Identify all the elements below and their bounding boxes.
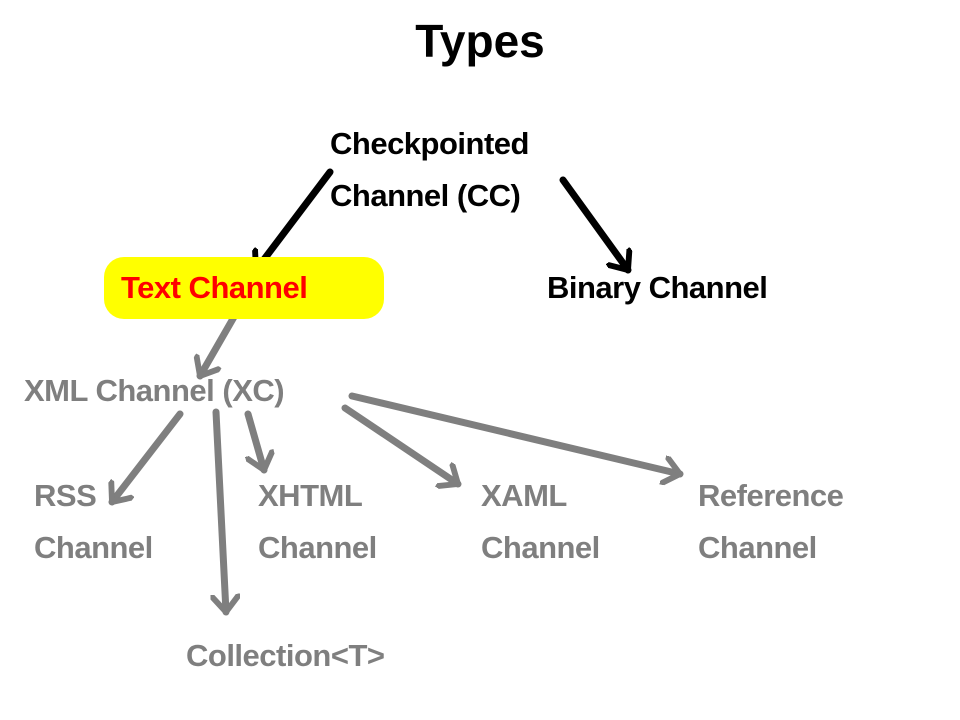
node-reference-line2: Channel: [698, 530, 817, 565]
node-text-channel: Text Channel: [121, 270, 308, 305]
arrow-cc-to-text: [256, 168, 334, 274]
node-checkpointed-line1: Checkpointed: [330, 126, 529, 161]
node-collection: Collection<T>: [186, 638, 385, 673]
arrow-xml-to-rss: [112, 410, 184, 506]
node-reference-line1: Reference: [698, 478, 844, 513]
node-rss-line2: Channel: [34, 530, 153, 565]
node-xml-channel: XML Channel (XC): [24, 373, 285, 408]
node-xhtml-line1: XHTML: [258, 478, 363, 513]
arrow-xml-to-collection: [216, 408, 226, 616]
node-xaml-channel: XAML Channel: [481, 470, 600, 574]
node-xhtml-line2: Channel: [258, 530, 377, 565]
node-xhtml-channel: XHTML Channel: [258, 470, 377, 574]
node-checkpointed-line2: Channel (CC): [330, 178, 521, 213]
node-xaml-line2: Channel: [481, 530, 600, 565]
arrow-xml-to-xaml: [341, 404, 462, 484]
node-rss-line1: RSS: [34, 478, 97, 513]
node-binary-channel: Binary Channel: [547, 270, 768, 305]
arrow-text-to-xml: [200, 306, 242, 380]
text-channel-highlight: [104, 257, 384, 319]
node-reference-channel: Reference Channel: [698, 470, 844, 574]
node-checkpointed-channel: Checkpointed Channel (CC): [330, 118, 529, 222]
slide-title: Types: [415, 15, 545, 67]
arrow-xml-to-reference: [348, 392, 684, 474]
node-xaml-line1: XAML: [481, 478, 567, 513]
node-rss-channel: RSS Channel: [34, 470, 153, 574]
arrow-xml-to-xhtml: [244, 410, 264, 474]
arrow-cc-to-binary: [559, 176, 628, 274]
